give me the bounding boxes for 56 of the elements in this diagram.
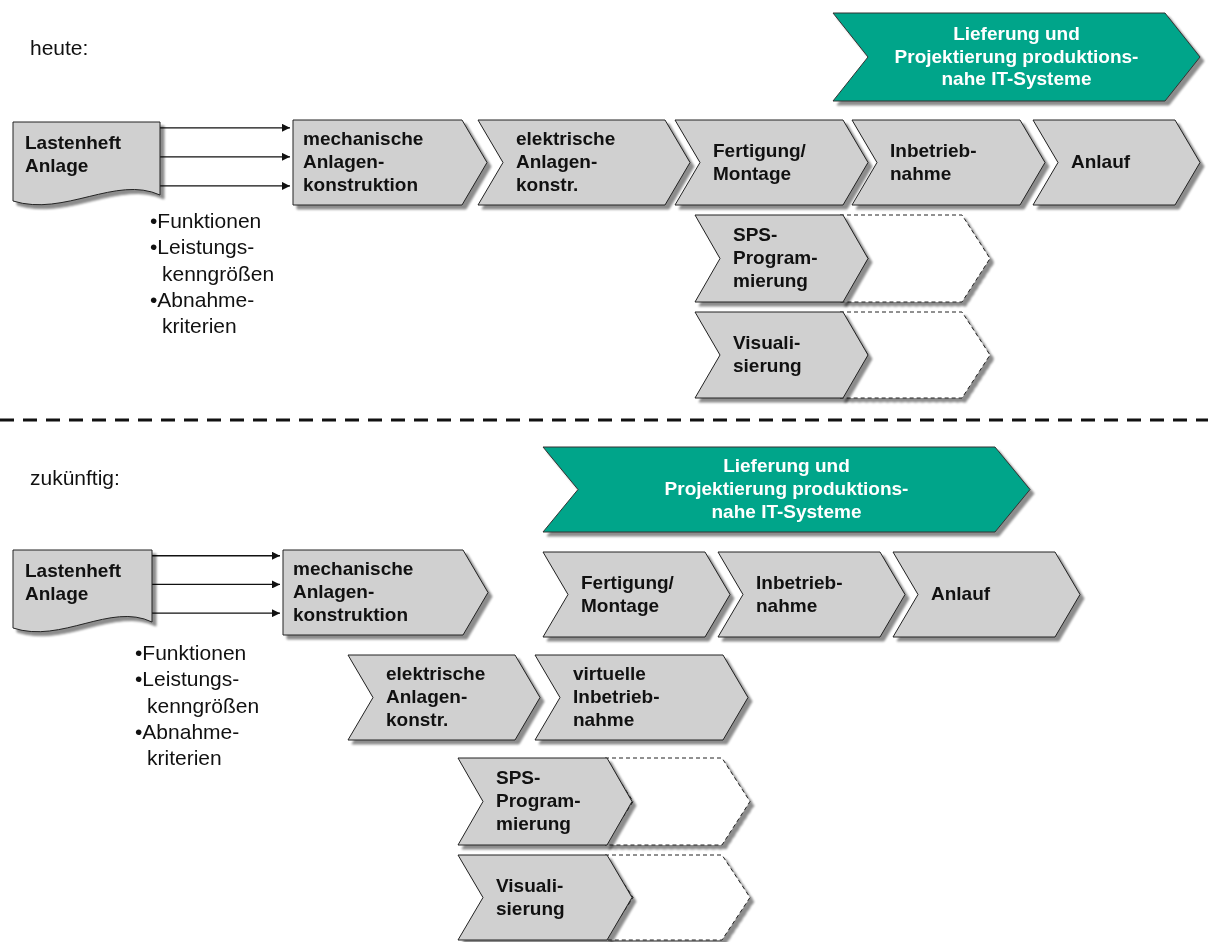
step-label: Fertigung/ Montage (713, 139, 806, 186)
process-step (695, 312, 868, 398)
step-label: mechanische Anlagen- konstruktion (293, 558, 414, 627)
document-label: Lastenheft Anlage (25, 560, 122, 606)
bullet-item: •Abnahme- kriterien (135, 718, 240, 771)
document-shape (13, 122, 160, 205)
arrow (151, 580, 281, 589)
step-label: SPS- Program- mierung (733, 224, 818, 293)
bullet-item: •Funktionen (135, 640, 247, 666)
step-label: Inbetrieb- nahme (756, 571, 843, 618)
process-step (543, 552, 730, 637)
step-label: Anlauf (1071, 151, 1131, 174)
process-step (852, 120, 1045, 205)
dashed-step-outline (605, 855, 750, 940)
arrow (151, 551, 281, 560)
bullet-item: •Funktionen (150, 208, 262, 234)
arrow (159, 181, 291, 190)
process-step (478, 120, 690, 205)
document-shape (13, 550, 152, 632)
arrow (159, 123, 291, 132)
section-label: zukünftig: (30, 466, 120, 490)
dashed-step-outline (840, 215, 990, 302)
step-label: Visuali- sierung (733, 332, 802, 378)
bullet-item: •Leistungs- kenngrößen (150, 234, 275, 287)
step-label: mechanische Anlagen- konstruktion (303, 128, 424, 197)
step-label: virtuelle Inbetrieb- nahme (573, 663, 660, 732)
dashed-step-outline (840, 312, 990, 398)
banner-label: Lieferung und Projektierung produktions- nahe IT-Systeme (893, 22, 1140, 92)
step-label: Visuali- sierung (496, 874, 565, 921)
bullet-item: •Leistungs- kenngrößen (135, 666, 260, 719)
process-step (348, 655, 540, 740)
section-label: heute: (30, 36, 89, 60)
dashed-step-outline (605, 758, 750, 845)
process-step (893, 552, 1080, 637)
step-label: Fertigung/ Montage (581, 571, 674, 618)
arrow (159, 152, 291, 161)
step-label: elektrische Anlagen- konstr. (516, 128, 616, 197)
bullet-item: •Abnahme- kriterien (150, 286, 255, 339)
step-label: Inbetrieb- nahme (890, 139, 977, 186)
process-step (458, 758, 632, 845)
banner-label: Lieferung und Projektierung produktions- nahe IT-Systeme (663, 455, 910, 524)
process-step (1033, 120, 1200, 205)
process-step (675, 120, 868, 205)
process-step (283, 550, 488, 635)
arrow (151, 609, 281, 618)
process-step (695, 215, 868, 302)
step-label: elektrische Anlagen- konstr. (386, 663, 486, 732)
step-label: Anlauf (931, 583, 991, 606)
process-step (718, 552, 905, 637)
step-label: SPS- Program- mierung (496, 767, 581, 836)
phase-banner (543, 447, 1030, 532)
process-step (535, 655, 748, 740)
process-step (458, 855, 632, 940)
process-step (293, 120, 487, 205)
document-label: Lastenheft Anlage (25, 132, 122, 178)
phase-banner (833, 13, 1200, 101)
